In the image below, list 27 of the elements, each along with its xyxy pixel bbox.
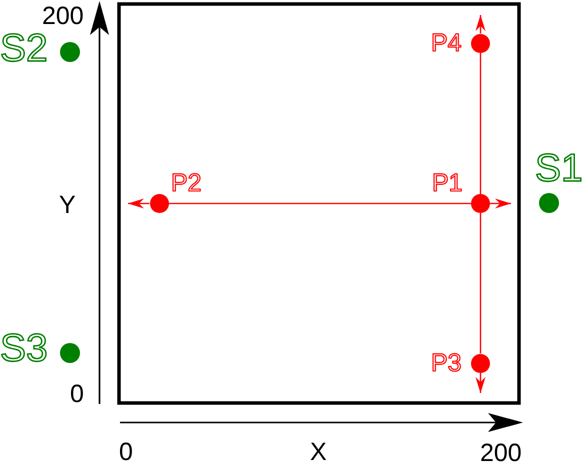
arrow: [128, 198, 150, 208]
axis-tick-label: 200: [42, 6, 84, 26]
arrow: [476, 15, 486, 34]
point-label: P2: [171, 173, 202, 193]
axis-tick-label: 0: [70, 384, 84, 404]
point-marker: [539, 193, 559, 213]
point-label: S1: [535, 153, 582, 184]
axis-tick-label: 200: [480, 443, 522, 463]
axis-title: Y: [59, 195, 76, 215]
point-label: S2: [0, 33, 48, 64]
connector-line: [480, 52, 482, 194]
arrow: [490, 198, 511, 208]
point-label: P3: [431, 353, 462, 373]
point-marker: [471, 34, 490, 52]
point-marker: [471, 354, 490, 372]
point-marker: [60, 42, 80, 62]
connector-line: [168, 202, 471, 204]
axis-tick-label: 0: [119, 442, 133, 462]
point-label: P4: [431, 33, 462, 53]
point-marker: [471, 194, 490, 213]
arrow: [476, 372, 486, 393]
point-label: S3: [0, 333, 48, 364]
connector-line: [480, 213, 482, 354]
point-label: P1: [432, 173, 463, 193]
point-marker: [150, 194, 168, 213]
point-marker: [60, 343, 80, 363]
axis-title: X: [310, 442, 327, 462]
